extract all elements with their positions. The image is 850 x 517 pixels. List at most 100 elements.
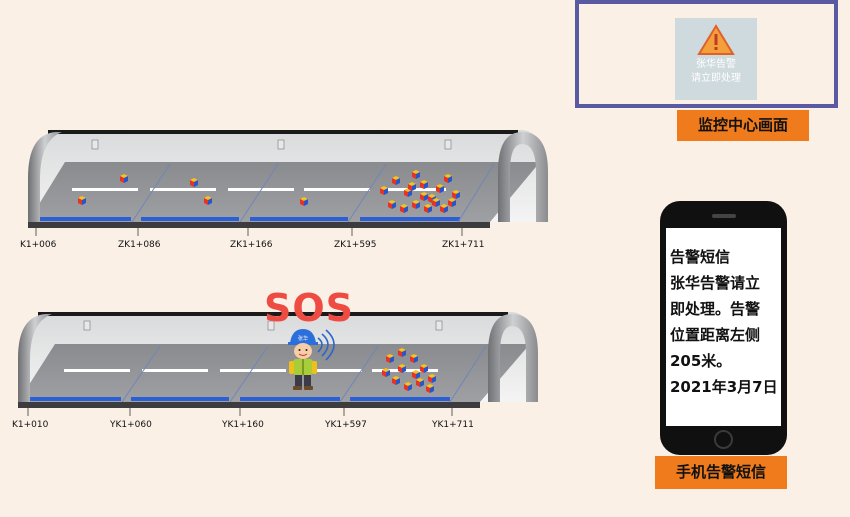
sms-line: 即处理。告警 xyxy=(670,300,761,318)
worker-leg xyxy=(304,375,311,387)
tunnel-top-roof-edge xyxy=(48,130,518,134)
tunnel-bottom-left-arch xyxy=(18,314,52,402)
helmet-label: 张华 xyxy=(298,335,308,342)
beacon-icon xyxy=(410,354,418,363)
beacon-icon xyxy=(404,382,412,391)
warning-icon xyxy=(697,24,735,55)
worker-face xyxy=(294,343,312,359)
beacon-icon xyxy=(392,176,400,185)
monitor-alert-text: 张华告警 请立即处理 xyxy=(675,58,757,86)
tunnel-top-lane-3 xyxy=(250,217,348,221)
tunnel-bottom-lane-4 xyxy=(350,397,450,401)
beacon-icon xyxy=(420,192,428,201)
phone-speaker xyxy=(712,214,736,218)
tunnel-top-dashes xyxy=(72,188,446,191)
chainage-label: ZK1+595 xyxy=(334,240,377,250)
tunnel-top-lane-2 xyxy=(141,217,239,221)
tunnel-bottom-road xyxy=(18,344,530,402)
beacon-icon xyxy=(416,378,424,387)
tunnel-bottom-chainage-ticks xyxy=(27,408,453,416)
tunnel-bottom-beacons xyxy=(382,348,436,393)
beacon-icon xyxy=(204,196,212,205)
chainage-label: YK1+060 xyxy=(109,420,152,430)
tunnel-bottom-roof-edge xyxy=(38,312,508,316)
beacon-icon xyxy=(412,170,420,179)
sms-line: 2021年3月7日 xyxy=(670,378,778,396)
beacon-icon xyxy=(428,374,436,383)
tunnel-bottom-right-portal xyxy=(488,314,538,402)
tunnel-top-segments xyxy=(131,163,495,223)
beacon-icon xyxy=(392,376,400,385)
tunnel-bottom-curb xyxy=(18,402,480,408)
monitor-alert-line1: 张华告警 xyxy=(696,59,736,70)
monitor-alert-line2: 请立即处理 xyxy=(691,73,741,84)
tunnel-bottom-lane-1 xyxy=(26,397,121,401)
helmet-icon xyxy=(290,329,316,343)
beacon-icon xyxy=(386,354,394,363)
beacon-icon xyxy=(440,204,448,213)
tunnel-top-chainages: K1+006 ZK1+086 ZK1+166 ZK1+595 ZK1+711 xyxy=(20,240,485,250)
tunnel-top-left-arch xyxy=(28,132,62,222)
beacon-icon xyxy=(400,204,408,213)
tunnel-top-sensors xyxy=(91,139,452,150)
worker-leg xyxy=(295,375,302,387)
beacon-icon xyxy=(78,196,86,205)
beacon-icon xyxy=(420,180,428,189)
tunnel-top-lane-4 xyxy=(360,217,460,221)
monitor-screen: 张华告警 请立即处理 xyxy=(575,0,838,108)
chainage-label: ZK1+086 xyxy=(118,240,161,250)
tunnel-bottom-lane-2 xyxy=(131,397,229,401)
beacon-icon xyxy=(190,178,198,187)
tunnel-top-right-portal xyxy=(498,132,548,222)
chainage-label: YK1+160 xyxy=(221,420,264,430)
monitor-alert-overlay xyxy=(675,18,757,100)
signal-wave-icon xyxy=(321,333,329,357)
beacon-icon xyxy=(300,197,308,206)
beacon-icon xyxy=(388,200,396,209)
worker-figure: 张华 xyxy=(288,329,335,390)
sms-line: 告警短信 xyxy=(670,248,731,266)
tunnel-bottom-segments xyxy=(121,345,487,403)
beacon-icon xyxy=(426,384,434,393)
tunnel-top-lane-1 xyxy=(36,217,131,221)
sos-text: SOS xyxy=(264,286,355,330)
beacon-icon xyxy=(436,184,444,193)
tunnel-bottom-lane-3 xyxy=(240,397,340,401)
home-button-icon xyxy=(714,430,733,449)
tunnel-top-chainage-ticks xyxy=(35,228,463,236)
chainage-label: ZK1+711 xyxy=(442,240,485,250)
tunnel-bottom-sensors xyxy=(83,320,443,331)
phone-screen: 告警短信 张华告警请立 即处理。告警 位置距离左侧 205米。 2021年3月7… xyxy=(666,228,781,426)
beacon-icon xyxy=(382,368,390,377)
beacon-icon xyxy=(408,182,416,191)
sms-line: 张华告警请立 xyxy=(670,274,761,292)
beacon-icon xyxy=(452,190,460,199)
beacon-icon xyxy=(412,370,420,379)
beacon-icon xyxy=(380,186,388,195)
tunnel-top: K1+006 ZK1+086 ZK1+166 ZK1+595 ZK1+711 xyxy=(20,130,548,250)
beacon-icon xyxy=(420,364,428,373)
tunnel-top-beacons xyxy=(78,170,460,213)
monitor-caption: 监控中心画面 xyxy=(677,110,809,141)
chainage-label: ZK1+166 xyxy=(230,240,273,250)
chainage-label: YK1+597 xyxy=(324,420,367,430)
chainage-label: K1+006 xyxy=(20,240,57,250)
tunnel-top-curb xyxy=(28,222,490,228)
phone-device: 告警短信 张华告警请立 即处理。告警 位置距离左侧 205米。 2021年3月7… xyxy=(660,201,787,455)
signal-wave-icon xyxy=(317,337,323,353)
tunnel-bottom: K1+010 YK1+060 YK1+160 YK1+597 YK1+711 张… xyxy=(12,312,538,430)
beacon-icon xyxy=(412,200,420,209)
chainage-label: YK1+711 xyxy=(431,420,474,430)
beacon-icon xyxy=(398,364,406,373)
beacon-icon xyxy=(120,174,128,183)
signal-wave-icon xyxy=(325,329,335,361)
phone-caption: 手机告警短信 xyxy=(655,456,787,489)
sms-line: 205米。 xyxy=(670,352,732,370)
chainage-label: K1+010 xyxy=(12,420,49,430)
tunnel-bottom-chainages: K1+010 YK1+060 YK1+160 YK1+597 YK1+711 xyxy=(12,420,474,430)
sms-line: 位置距离左侧 xyxy=(670,326,761,344)
beacon-icon xyxy=(444,174,452,183)
beacon-icon xyxy=(448,198,456,207)
beacon-icon xyxy=(424,204,432,213)
beacon-icon xyxy=(398,348,406,357)
